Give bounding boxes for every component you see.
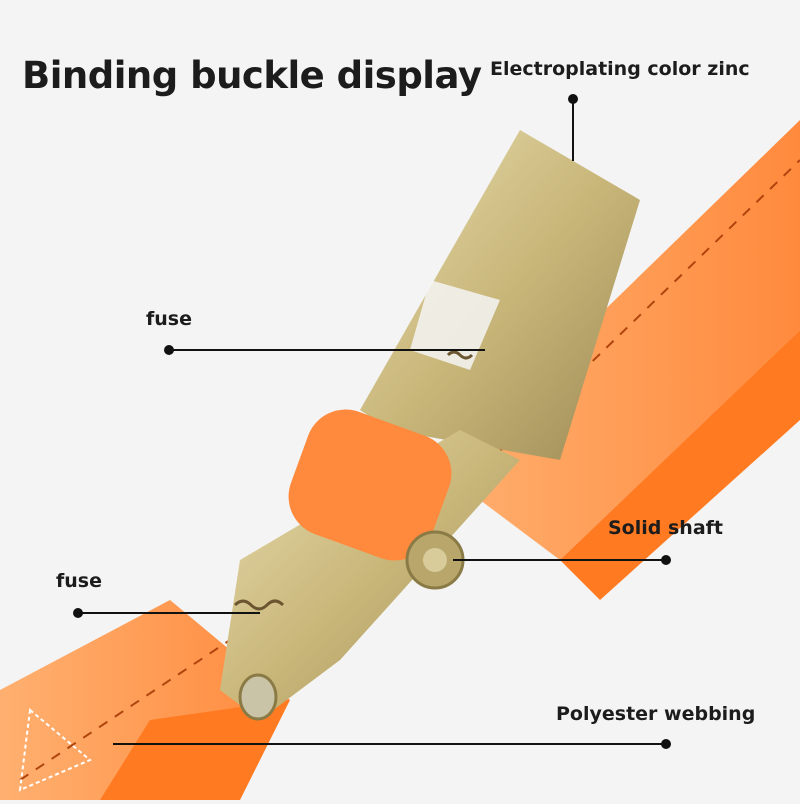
callout-electroplating-label: Electroplating color zinc: [490, 58, 750, 80]
callout-fuse-bottom-label: fuse: [56, 570, 102, 592]
callout-polyester-webbing-line: [113, 743, 665, 745]
callout-polyester-webbing-label: Polyester webbing: [556, 703, 756, 725]
callout-fuse-top-label: fuse: [146, 308, 192, 330]
callout-fuse-top-dot: [164, 345, 174, 355]
callout-solid-shaft-dot: [661, 555, 671, 565]
callout-electroplating-line: [572, 99, 574, 161]
callout-fuse-bottom-line: [80, 612, 260, 614]
callout-solid-shaft-line: [453, 559, 663, 561]
callout-fuse-bottom-dot: [73, 608, 83, 618]
callout-polyester-webbing-dot: [661, 739, 671, 749]
callout-solid-shaft-label: Solid shaft: [608, 517, 723, 539]
callout-fuse-top-line: [170, 349, 485, 351]
page-title: Binding buckle display: [22, 54, 482, 97]
